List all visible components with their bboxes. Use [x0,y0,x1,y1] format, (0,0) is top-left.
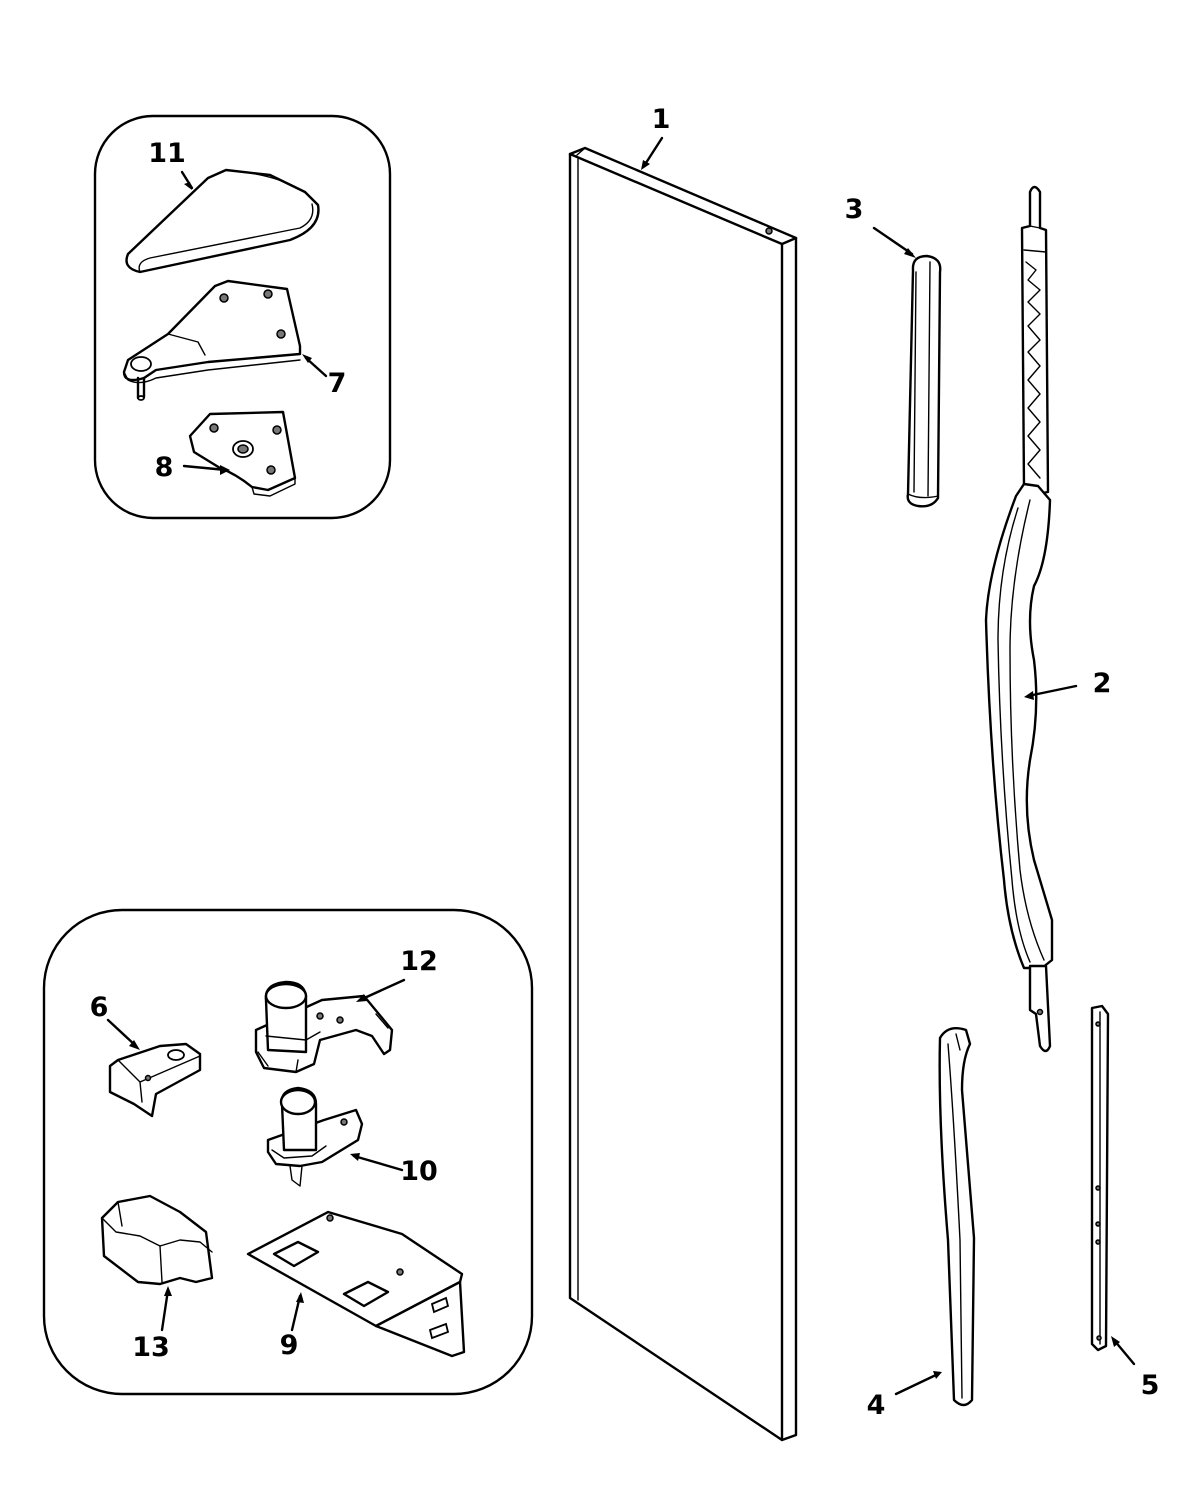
inset-top-hinge-parts [93,114,392,520]
callout-12: 12 [400,946,438,977]
part-7-upper-hinge [122,279,302,401]
part-13-hinge-cover-clip [100,1194,214,1286]
callout-6: 6 [90,992,109,1023]
part-10-lower-hinge-pin [266,1086,364,1187]
callout-5: 5 [1141,1370,1160,1401]
part-11-hinge-cover [125,168,320,274]
callout-1: 1 [652,104,671,135]
leader-arrows [106,136,1136,1396]
part-4-lower-trim [938,1027,976,1407]
callout-11: 11 [148,138,186,169]
callout-7: 7 [328,368,347,399]
part-1-door [568,146,798,1442]
callout-3: 3 [845,194,864,225]
part-5-side-trim-strip [1090,1004,1110,1352]
callout-10: 10 [400,1156,438,1187]
part-8-hinge-shim [188,410,297,497]
callout-9: 9 [280,1330,299,1361]
callout-4: 4 [867,1390,886,1421]
callout-13: 13 [132,1332,170,1363]
part-2-door-handle [984,185,1054,1053]
part-3-handle-trim-cap [906,254,942,508]
inset-bottom-hinge-parts [42,908,534,1396]
callout-8: 8 [155,452,174,483]
callout-2: 2 [1093,668,1112,699]
part-12-hinge-pin-bracket [254,980,394,1074]
part-9-hinge-plate [246,1210,466,1358]
part-6-small-bracket [108,1042,202,1118]
callout-labels: 1 2 3 4 5 6 7 8 9 10 11 12 13 [90,104,1160,1421]
